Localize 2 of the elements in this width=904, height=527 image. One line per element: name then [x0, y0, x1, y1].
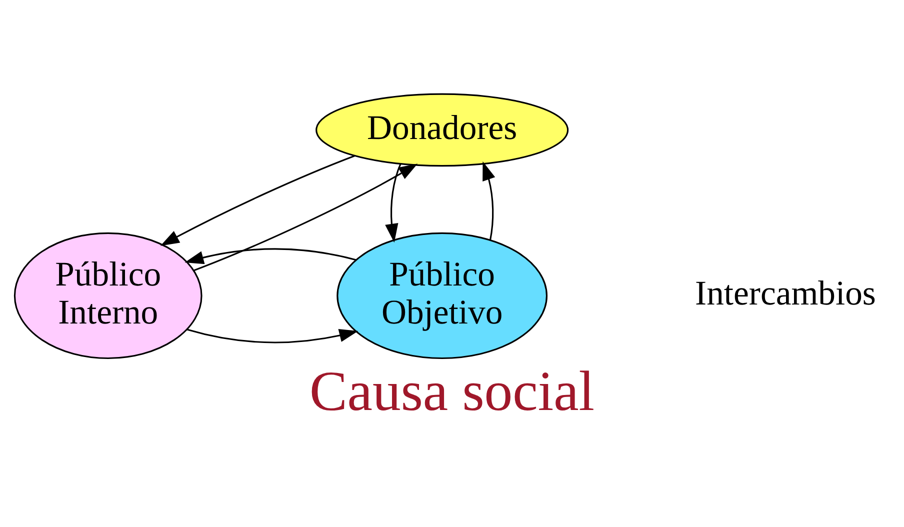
- caption: Causa social: [309, 359, 595, 422]
- label: Intercambios: [695, 274, 876, 312]
